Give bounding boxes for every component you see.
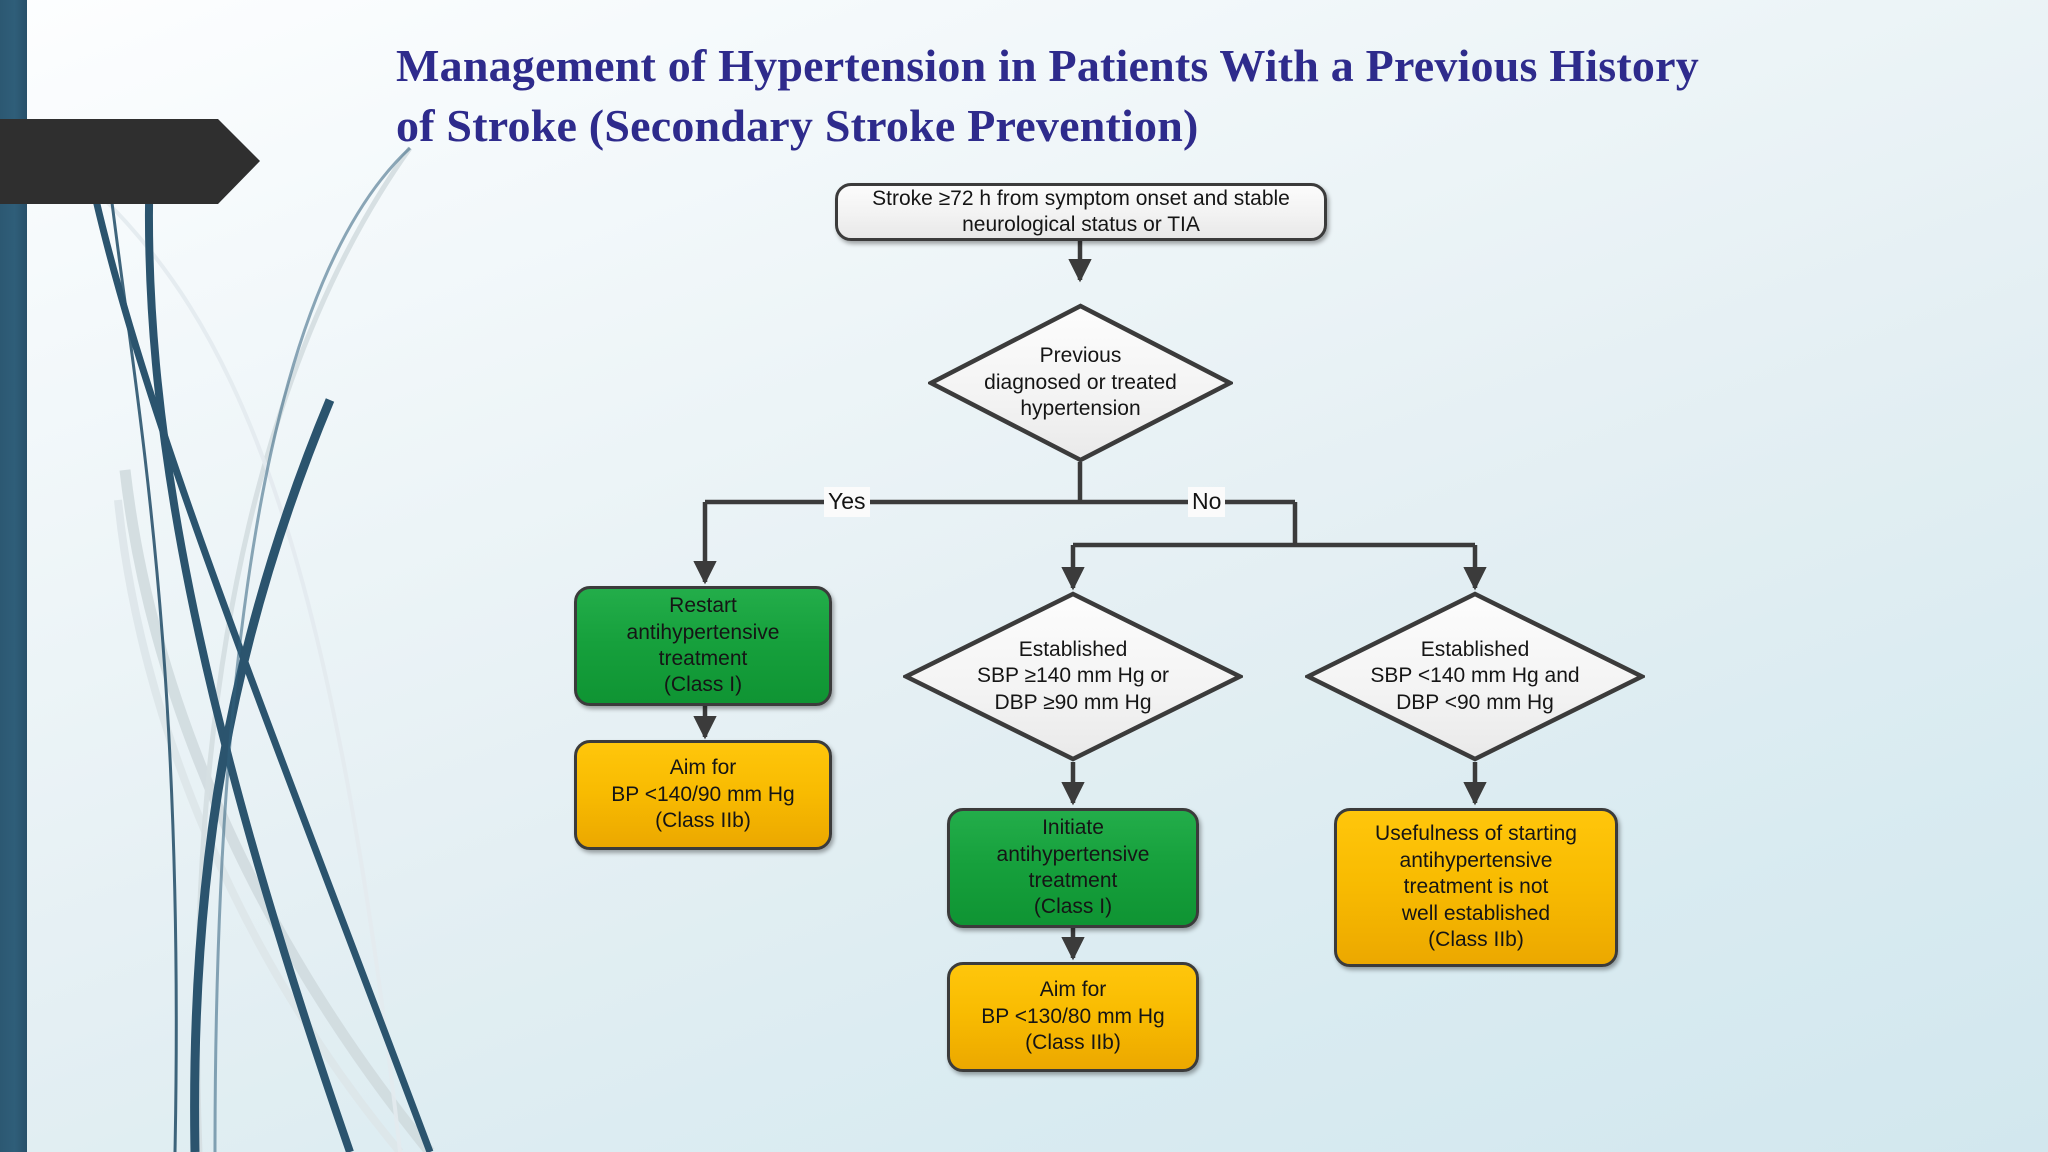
node-decision-sbp-low-text: Established SBP <140 mm Hg and DBP <90 m… <box>1370 637 1580 714</box>
node-initiate-treatment-text: Initiate antihypertensive treatment (Cla… <box>996 816 1150 919</box>
page-title-line-1: Management of Hypertension in Patients W… <box>396 40 1699 91</box>
node-aim-130-80[interactable]: Aim for BP <130/80 mm Hg (Class IIb) <box>947 962 1199 1072</box>
node-decision-sbp-low[interactable]: Established SBP <140 mm Hg and DBP <90 m… <box>1305 591 1645 762</box>
node-decision-previous-hypertension[interactable]: Previous diagnosed or treated hypertensi… <box>928 303 1233 463</box>
node-decision-sbp-high-text: Established SBP ≥140 mm Hg or DBP ≥90 mm… <box>976 637 1170 714</box>
node-usefulness-not-established[interactable]: Usefulness of starting antihypertensive … <box>1334 808 1618 967</box>
node-decision-previous-hypertension-text: Previous diagnosed or treated hypertensi… <box>984 344 1177 421</box>
diamond-shape-icon <box>1305 591 1645 762</box>
diamond-shape-icon <box>903 591 1243 762</box>
node-aim-140-90[interactable]: Aim for BP <140/90 mm Hg (Class IIb) <box>574 740 832 850</box>
node-decision-sbp-high[interactable]: Established SBP ≥140 mm Hg or DBP ≥90 mm… <box>903 591 1243 762</box>
node-restart-treatment[interactable]: Restart antihypertensive treatment (Clas… <box>574 586 832 706</box>
node-start-text: Stroke ≥72 h from symptom onset and stab… <box>872 186 1290 236</box>
node-restart-treatment-text: Restart antihypertensive treatment (Clas… <box>626 594 780 697</box>
node-aim-130-80-text: Aim for BP <130/80 mm Hg (Class IIb) <box>981 978 1165 1055</box>
edge-label-yes: Yes <box>824 487 870 517</box>
page-title: Management of Hypertension in Patients W… <box>396 36 1896 156</box>
node-start[interactable]: Stroke ≥72 h from symptom onset and stab… <box>835 183 1327 241</box>
edge-label-no: No <box>1188 487 1226 517</box>
node-aim-140-90-text: Aim for BP <140/90 mm Hg (Class IIb) <box>611 756 795 833</box>
node-usefulness-not-established-text: Usefulness of starting antihypertensive … <box>1375 822 1577 952</box>
node-initiate-treatment[interactable]: Initiate antihypertensive treatment (Cla… <box>947 808 1199 928</box>
page-title-line-2: of Stroke (Secondary Stroke Prevention) <box>396 99 1199 151</box>
diamond-shape-icon <box>928 303 1233 463</box>
